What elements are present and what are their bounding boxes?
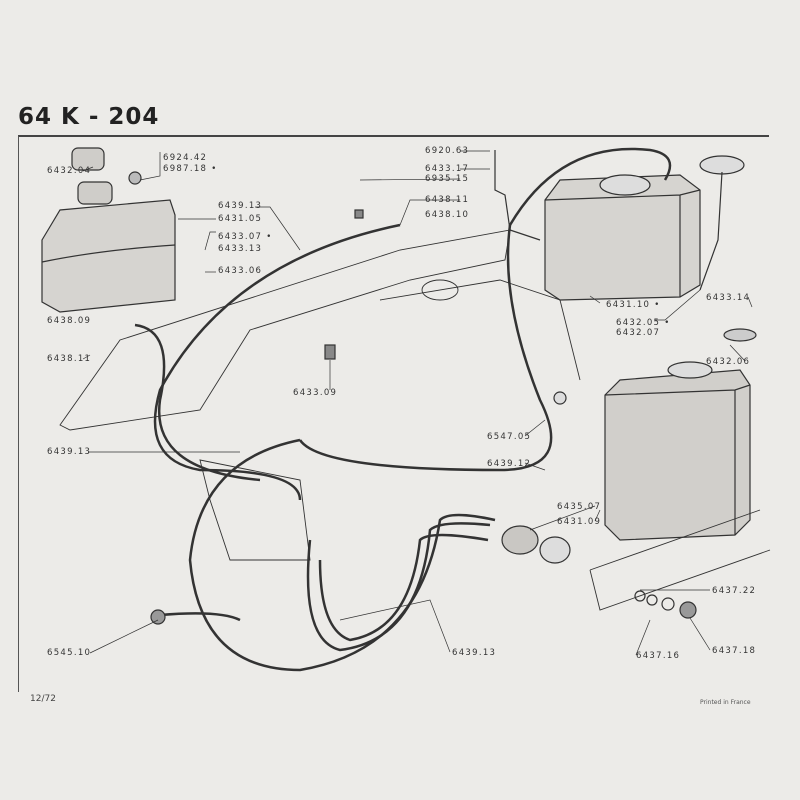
part-label: 6439.13 <box>218 201 263 211</box>
part-label: 6433.06 <box>218 266 263 276</box>
part-label: 6924.42 <box>163 153 208 163</box>
part-label: 6437.18 <box>712 646 757 656</box>
lower-right-reservoir <box>604 328 757 541</box>
part-label: 6438.11 <box>47 354 92 364</box>
part-label: 6439.13 <box>47 447 92 457</box>
part-label: 6433.17 <box>425 164 470 174</box>
part-label: 6433.13 <box>218 244 263 254</box>
part-label: 6432.06 <box>706 357 751 367</box>
part-label: 6438.11 <box>425 195 470 205</box>
diagram-frame <box>18 135 769 692</box>
part-label: 6437.22 <box>712 586 757 596</box>
part-label: 6547.05 <box>487 432 532 442</box>
part-label: 6545.10 <box>47 648 92 658</box>
part-label: 6935.15 <box>425 174 470 184</box>
part-label: 6439.13 <box>452 648 497 658</box>
part-label: 6438.09 <box>47 316 92 326</box>
part-label: 6435.07 <box>557 502 602 512</box>
left-reservoir <box>41 147 176 313</box>
part-label: 6431.05 <box>218 214 263 224</box>
pump <box>150 150 697 625</box>
part-label: 6432.04 <box>47 166 92 176</box>
part-label: 6987.18 • <box>163 164 218 174</box>
leader-lines <box>82 150 753 656</box>
part-label: 6433.07 • <box>218 232 273 242</box>
part-label: 6433.09 <box>293 388 338 398</box>
part-label: 6432.07 <box>616 328 661 338</box>
part-label: 6431.10 • <box>606 300 661 310</box>
part-label: 6431.09 <box>557 517 602 527</box>
part-label: 6920.63 <box>425 146 470 156</box>
print-date: 12/72 <box>30 694 56 704</box>
part-label: 6432.05 • <box>616 318 671 328</box>
part-label: 6439.12 <box>487 459 532 469</box>
page-title: 64 K - 204 <box>18 104 160 130</box>
printed-in-note: Printed in France <box>700 699 751 706</box>
body-panel <box>59 229 771 611</box>
hoses <box>134 147 672 672</box>
upper-right-reservoir <box>544 155 745 301</box>
part-label: 6437.16 <box>636 651 681 661</box>
part-label: 6433.14 <box>706 293 751 303</box>
part-label: 6438.10 <box>425 210 470 220</box>
